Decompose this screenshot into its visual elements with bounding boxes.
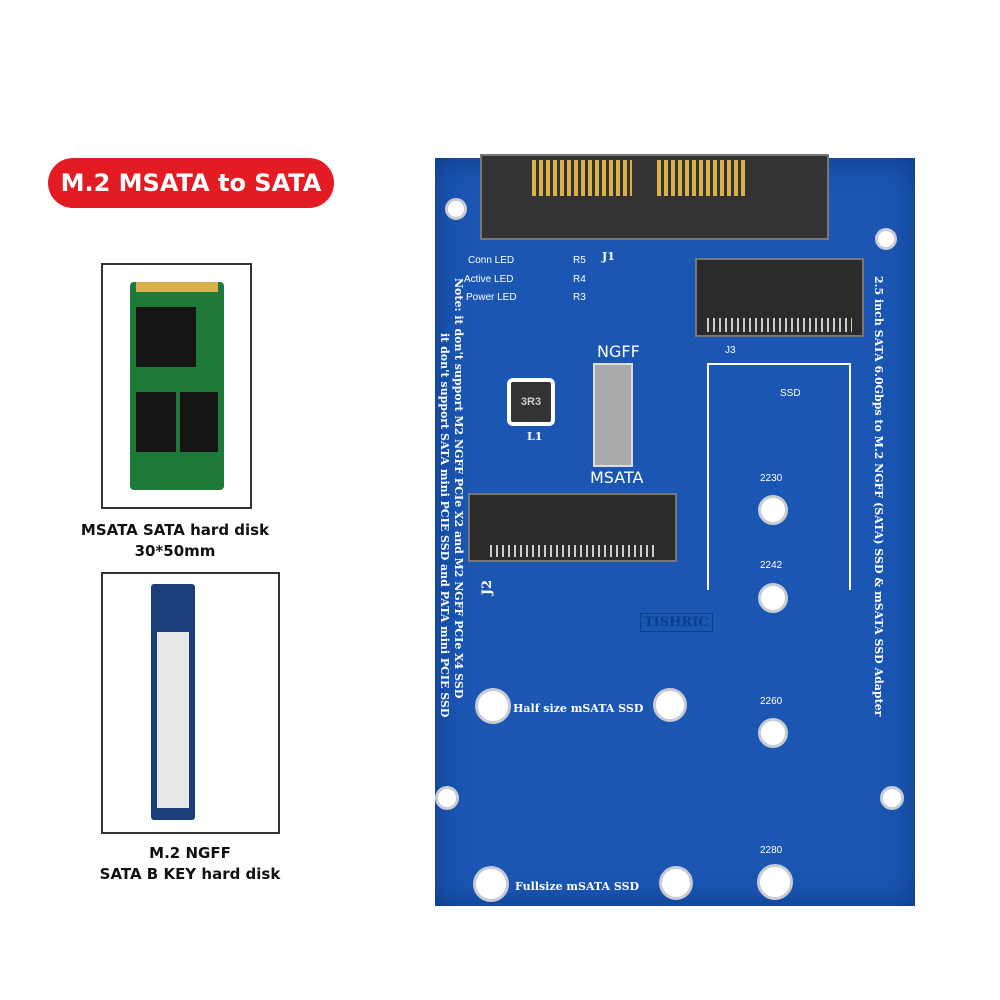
ngff-caption: M.2 NGFF SATA B KEY hard disk (40, 843, 340, 885)
ngff-caption-line1: M.2 NGFF (149, 844, 231, 862)
msata-slot (468, 493, 677, 562)
mount-hole-2280 (757, 864, 793, 900)
m2-outline (707, 363, 851, 590)
msata-caption: MSATA SATA hard disk 30*50mm (25, 520, 325, 562)
mount-hole (435, 786, 459, 810)
label-full-size: Fullsize mSATA SSD (515, 880, 640, 893)
mount-hole-2260 (758, 718, 788, 748)
mount-hole-half-right (653, 688, 687, 722)
label-l1: L1 (527, 430, 543, 443)
ngff-label (157, 632, 189, 808)
brand-tishric: TISHRIC (640, 613, 713, 632)
adapter-description: 2.5 inch SATA 6.0Gbps to M.2 NGFF (SATA)… (872, 276, 885, 717)
sata-power-pins (657, 160, 747, 196)
label-2242: 2242 (760, 560, 783, 571)
label-conn-led: Conn LED (468, 255, 515, 266)
msata-chip (136, 392, 176, 452)
label-r5: R5 (573, 255, 586, 266)
label-r4: R4 (573, 274, 586, 285)
msata-contacts (136, 282, 218, 292)
label-half-size: Half size mSATA SSD (513, 702, 644, 715)
msata-chip (136, 307, 196, 367)
adapter-board: J1 Conn LED Active LED Power LED R5 R4 R… (435, 154, 915, 906)
mount-hole-full-left (473, 866, 509, 902)
ngff-pcb (151, 584, 195, 820)
msata-caption-line2: 30*50mm (134, 542, 216, 560)
inductor: 3R3 (507, 378, 555, 426)
label-ngff: NGFF (597, 342, 640, 361)
mount-hole (880, 786, 904, 810)
ngff-msata-switch (593, 363, 633, 467)
label-2260: 2260 (760, 696, 783, 707)
msata-card-image (101, 263, 252, 509)
sata-connector (480, 154, 829, 240)
msata-pcb (130, 282, 224, 490)
note-line1: Note: it don't support M2 NGFF PCIe X2 a… (452, 278, 465, 699)
label-msata: MSATA (590, 468, 644, 487)
msata-caption-line1: MSATA SATA hard disk (80, 521, 270, 539)
mount-hole (445, 198, 467, 220)
mount-hole-2230 (758, 495, 788, 525)
m2-slot (695, 258, 864, 337)
label-2230: 2230 (760, 473, 783, 484)
msata-chip (180, 392, 218, 452)
ngff-card-image (101, 572, 280, 834)
label-2280: 2280 (760, 845, 783, 856)
label-active-led: Active LED (464, 274, 514, 285)
label-j1: J1 (602, 250, 615, 263)
label-r3: R3 (573, 292, 586, 303)
note-line2: it don't support SATA mini PCIE SSD and … (438, 333, 451, 718)
mount-hole-half-left (475, 688, 511, 724)
ngff-caption-line2: SATA B KEY hard disk (99, 865, 281, 883)
label-j3: J3 (725, 345, 736, 356)
mount-hole-2242 (758, 583, 788, 613)
label-power-led: Power LED (466, 292, 517, 303)
mount-hole-full-right (659, 866, 693, 900)
label-ssd-arrow: SSD (780, 388, 801, 399)
mount-hole (875, 228, 897, 250)
sata-data-pins (532, 160, 632, 196)
m2-slot-pins (707, 318, 852, 332)
title-badge: M.2 MSATA to SATA (48, 158, 334, 208)
msata-slot-pins (490, 545, 655, 557)
label-j2: J2 (480, 579, 496, 596)
